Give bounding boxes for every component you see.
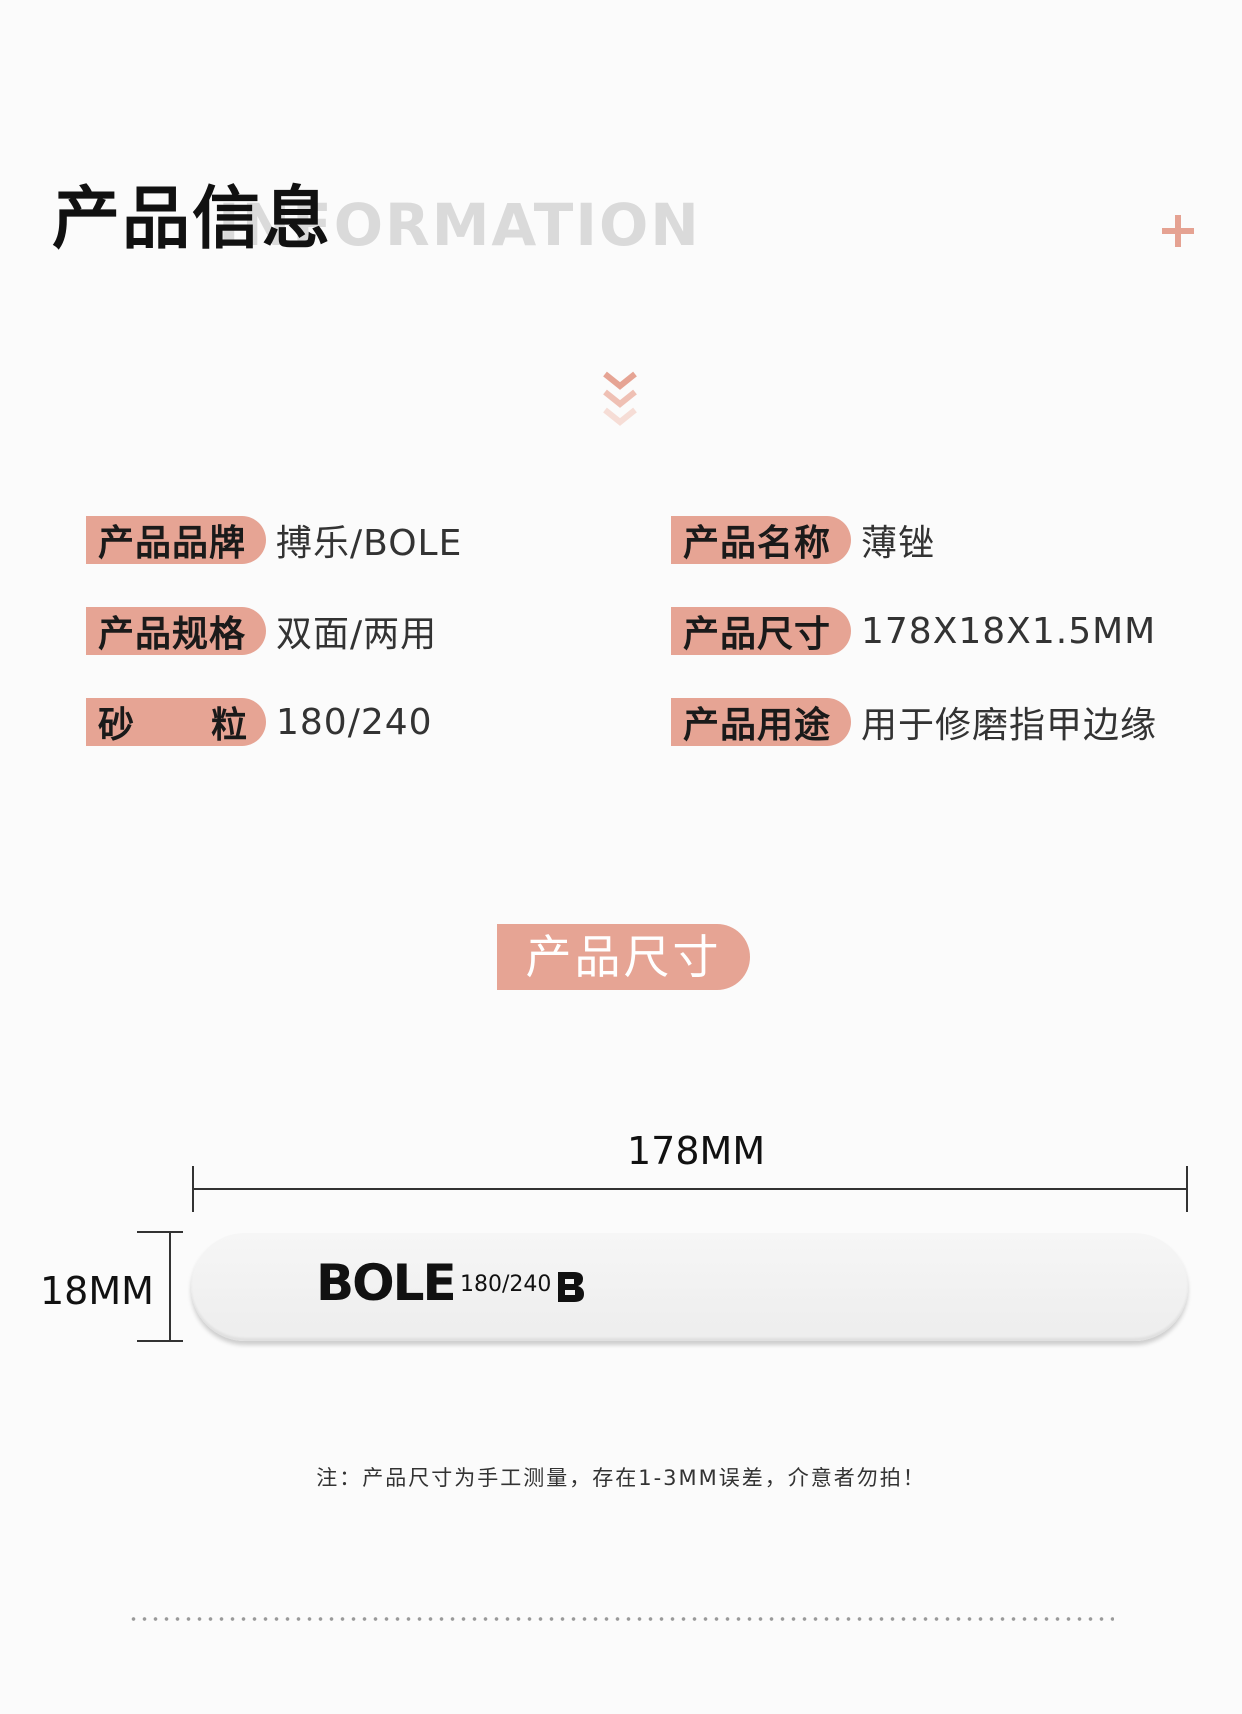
dotted-divider — [128, 1615, 1114, 1623]
spec-value-size: 178X18X1.5MM — [861, 610, 1157, 652]
spec-row-usage: 产品用途 用于修磨指甲边缘 — [671, 697, 1157, 747]
chevron-down-icon — [603, 371, 637, 426]
nail-file-image — [191, 1233, 1188, 1341]
spec-label-brand: 产品品牌 — [86, 516, 266, 564]
spec-label-grit-right: 粒 — [210, 705, 248, 746]
product-brand-logo: BOLE — [316, 1254, 457, 1312]
spec-label-grit: 砂 粒 — [86, 698, 266, 746]
spec-row-name: 产品名称 薄锉 — [671, 515, 935, 565]
measurement-note: 注：产品尺寸为手工测量，存在1-3MM误差，介意者勿拍！ — [316, 1466, 926, 1490]
spec-row-grit: 砂 粒 180/240 — [86, 697, 433, 747]
width-dimension-label: 18MM — [40, 1269, 154, 1313]
spec-value-grit: 180/240 — [276, 701, 433, 743]
spec-value-name: 薄锉 — [861, 523, 936, 564]
size-section-heading: 产品尺寸 — [497, 924, 750, 990]
length-dimension-line — [193, 1188, 1187, 1190]
spec-value-brand: 搏乐/BOLE — [276, 523, 463, 564]
width-dimension-tick-top — [137, 1231, 183, 1233]
width-dimension-line — [169, 1231, 171, 1341]
width-dimension-tick-bottom — [137, 1340, 183, 1342]
spec-row-spec: 产品规格 双面/两用 — [86, 606, 437, 656]
product-grit-print: 180/240 — [460, 1272, 552, 1297]
spec-label-size: 产品尺寸 — [671, 607, 851, 655]
page-title: 产品信息 — [52, 180, 333, 259]
spec-value-usage: 用于修磨指甲边缘 — [861, 705, 1158, 746]
length-dimension-tick-left — [192, 1166, 194, 1212]
spec-value-spec: 双面/两用 — [276, 614, 438, 655]
spec-label-spec: 产品规格 — [86, 607, 266, 655]
spec-row-size: 产品尺寸 178X18X1.5MM — [671, 606, 1156, 656]
length-dimension-label: 178MM — [627, 1129, 766, 1173]
length-dimension-tick-right — [1186, 1166, 1188, 1212]
spec-label-usage: 产品用途 — [671, 698, 851, 746]
plus-icon — [1162, 215, 1194, 247]
spec-label-name: 产品名称 — [671, 516, 851, 564]
spec-row-brand: 产品品牌 搏乐/BOLE — [86, 515, 462, 565]
spec-label-grit-left: 砂 — [98, 705, 136, 746]
background-watermark-word: INFORMATION — [218, 191, 701, 259]
brand-b-icon — [558, 1272, 584, 1302]
